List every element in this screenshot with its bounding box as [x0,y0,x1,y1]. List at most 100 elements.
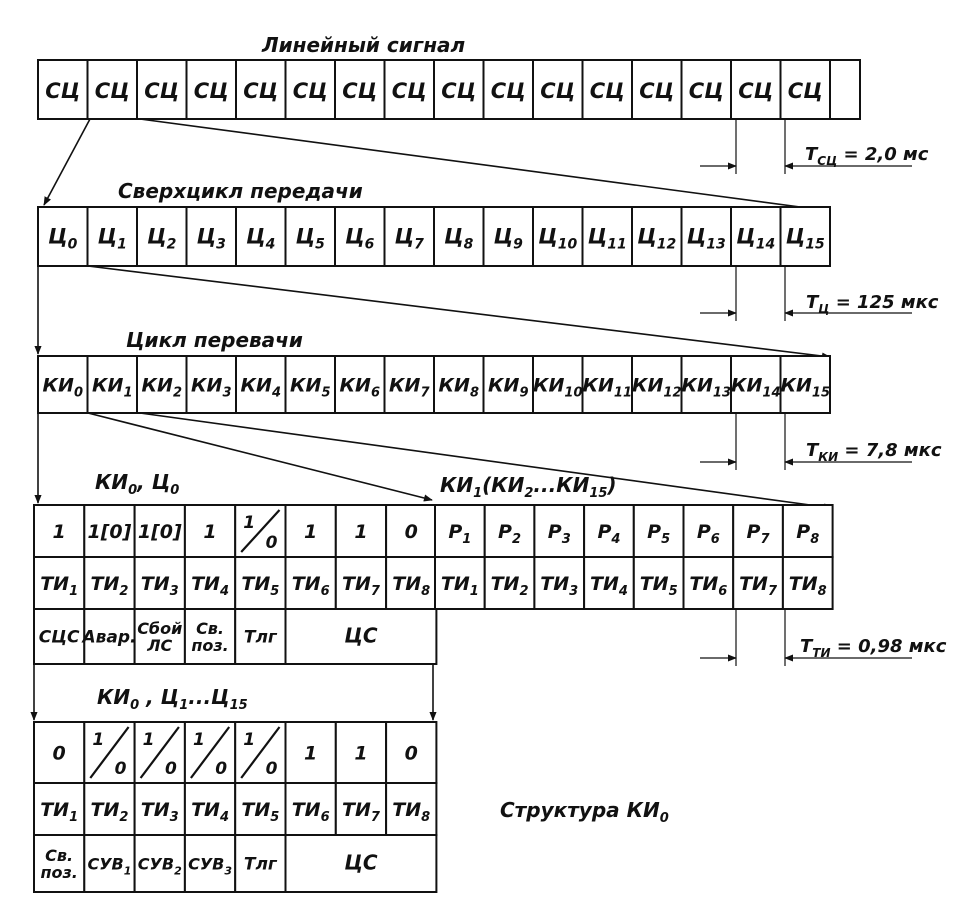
ki0-c1-15-table-bit-upper: 1 [193,730,205,750]
ki1-table-bit-label: Р8 [796,521,819,547]
supercycle-row-cell [433,206,485,267]
ki1-table-ti-label: ТИ4 [590,573,628,599]
cycle-row-cell-label: КИ1 [92,375,132,401]
ki0-c0-table-ti-cell [234,556,287,610]
slash-divider [240,726,281,779]
line-signal-cell-label: СЦ [441,79,476,103]
ki0-c1-15-table-ti-cell [183,782,237,836]
supercycle-row-cell-label: Ц14 [736,225,775,253]
ki1-table-bit-label: Р1 [448,521,471,547]
ki0-c1-15-table-bit-lower: 0 [266,759,278,779]
ki1-table-ti-label: ТИ5 [640,573,678,599]
ki0-c0-table-bit-label: 1 [203,521,216,543]
ki0-c0-table-ti-cell [385,556,438,610]
ki0-c0-table-func-label: ЦС [344,624,378,648]
ki1-table-ti-cell [483,556,536,610]
timing-supercycle: TЦ = 125 мкс [700,266,939,321]
slash-divider [139,726,180,779]
ki0-c1-15-table-ti-cell [385,782,438,836]
cycle-row-cell-label: КИ13 [681,375,731,401]
line-signal-cell-label: СЦ [144,79,179,103]
supercycle-row-cell-label: Ц10 [538,225,577,253]
supercycle-row-cell-label: Ц8 [444,225,473,253]
cycle-row-cell-label: КИ4 [241,375,281,401]
supercycle-row-cell-label: Ц3 [197,225,226,253]
ki1-table-ti-label: ТИ2 [491,573,529,599]
expand-arrow-right-3 [139,412,833,511]
cycle-row-cell [284,355,336,414]
ki0-c1-15-table-bit-label: 1 [304,743,317,765]
ki0-c0-table-ti-label: ТИ3 [141,573,179,599]
ki0-c0-table-ti-cell [133,556,186,610]
ki0-c1-15-table-func-cell [234,834,287,893]
line-signal-cell [284,59,336,120]
ki0-c1-15-table-func-cell [284,834,438,893]
ki1-table-bit-label: Р7 [747,521,771,547]
line-signal-cell [829,59,861,120]
cycle-row-cell-label: КИ0 [43,375,83,401]
cycle-row-cell [581,355,633,414]
line-signal-cell-label: СЦ [689,79,724,103]
expand-arrow-right-1 [139,118,831,214]
timing-label: TТИ = 0,98 мкс [800,636,947,660]
ki0-c0-table-bit-lower: 0 [266,533,278,553]
line-signal-cell [334,59,386,120]
ki0-c0-table-ti-label: ТИ4 [191,573,229,599]
ki0-c0-table-bit [183,504,237,558]
ki0-c0-table-func-cell [83,608,136,665]
cycle-row-cell-label: КИ8 [439,375,479,401]
line-signal-cell [235,59,287,120]
ki0-c0-table-func-cell [33,608,86,665]
ki0-c0-table-func-label: Авар. [80,628,136,648]
cycle-row-cell-label: КИ3 [191,375,231,401]
cycle-row-cell-label: КИ9 [488,375,528,401]
cycle-row-cell [433,355,485,414]
ki0-c1-15-table-func-cell [183,834,237,893]
ki0-c1-15-table-bit-upper: 1 [143,730,155,750]
line-signal-cell-label: СЦ [788,79,823,103]
ki0-c1-15-table-bit-lower: 0 [165,759,177,779]
slash-divider [89,726,130,779]
expand-arrow-right-2 [87,265,831,360]
supercycle-row-cell-label: Ц0 [48,225,77,253]
ki0-c0-table-ti-label: ТИ1 [40,573,78,599]
ki1-title: КИ1(КИ2...КИ15) [440,473,617,501]
structure-caption: Структура КИ0 [500,798,669,826]
supercycle-row-cell-label: Ц9 [494,225,523,253]
ki1-table-ti-label: ТИ7 [739,573,778,599]
cycle-title: Цикл перевачи [126,328,303,352]
connector-lines [30,118,833,721]
line-signal-cell [680,59,732,120]
ki0-c1-15-table-bit-label: 0 [405,743,418,765]
expand-arrow-left-1 [43,118,91,206]
ki0-c1-15-table-ti-label: ТИ4 [191,799,229,825]
ki0-c1-15-table-bit-upper: 1 [243,730,255,750]
supercycle-row-cell-label: Ц13 [687,225,726,253]
ki0-c1-15-table-bit [334,721,388,784]
ki1-table-bit-label: Р3 [548,521,571,547]
ki1-table-ti-label: ТИ3 [540,573,578,599]
supercycle-row-cell [482,206,534,267]
line-signal-cell-label: СЦ [540,79,575,103]
ki1-table-ti-label: ТИ8 [789,573,827,599]
line-signal-cell [482,59,534,120]
ki1-table-ti-cell [533,556,586,610]
ki0-c0-table-ti-label: ТИ2 [90,573,128,599]
supercycle-row-cell [334,206,386,267]
ki0-c1-15-table-ti-label: ТИ8 [392,799,430,825]
slash-divider [240,509,281,553]
line-signal-cell-label: СЦ [491,79,526,103]
cycle-row-cell [680,355,732,414]
cycle-row-cell-label: КИ2 [142,375,182,401]
supercycle-row-cell [37,206,89,267]
ki0-c1-15-table-func-label: СУВ3 [188,855,232,878]
ki0-c0-table-bit-label: 1 [354,521,367,543]
ki0-c1-15-table-bit-lower: 0 [115,759,127,779]
ki0-c0-table-bit-label: 0 [405,521,418,543]
